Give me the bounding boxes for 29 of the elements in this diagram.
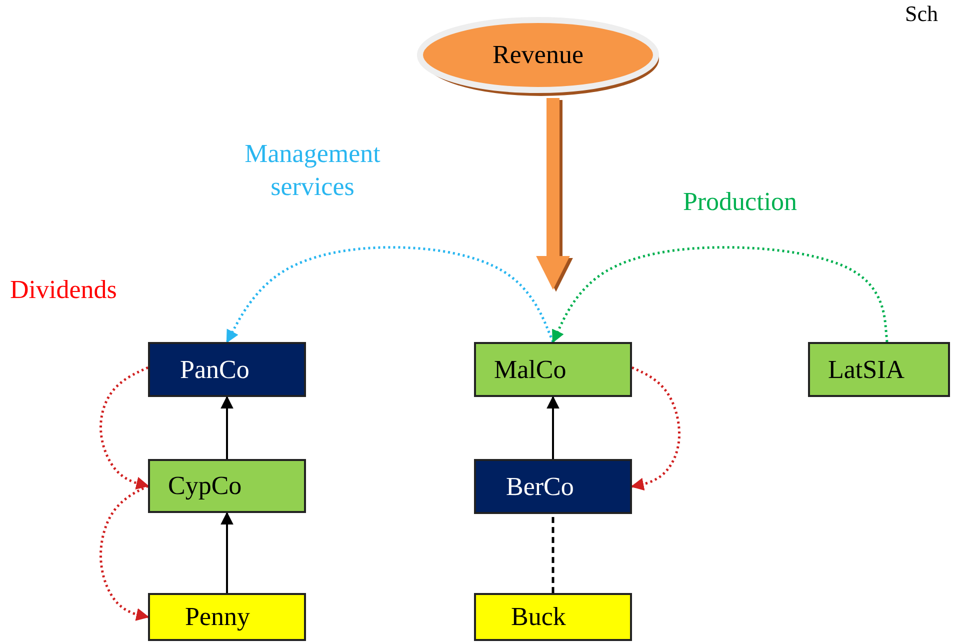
arrow (100, 484, 150, 621)
node-label: MalCo (494, 354, 566, 384)
arrow (552, 246, 888, 344)
arrow (226, 246, 554, 344)
heading-fragment: Sch (905, 0, 938, 28)
entity-box (474, 459, 632, 514)
arrow (100, 366, 150, 490)
node-label: Revenue (492, 40, 584, 70)
edge-label: Management services (244, 138, 382, 202)
node-label: CypCo (168, 471, 242, 501)
node-label: BerCo (506, 472, 574, 502)
entity-box (808, 342, 950, 397)
edge-label: Production (682, 186, 798, 218)
arrow (536, 98, 570, 290)
arrow (630, 366, 680, 491)
node-label: PanCo (180, 354, 250, 384)
node-label: LatSIA (828, 354, 905, 384)
arrow (220, 396, 234, 459)
entity-box (474, 593, 632, 641)
arrow (546, 396, 560, 459)
entity-box (148, 342, 306, 397)
node-label: Penny (185, 602, 250, 632)
annotation-label: Dividends (10, 274, 117, 306)
connector-line (552, 514, 554, 593)
arrow (220, 512, 234, 593)
entity-box (474, 342, 632, 397)
entity-box (148, 459, 306, 513)
entity-box (148, 593, 306, 641)
node-label: Buck (511, 602, 566, 632)
